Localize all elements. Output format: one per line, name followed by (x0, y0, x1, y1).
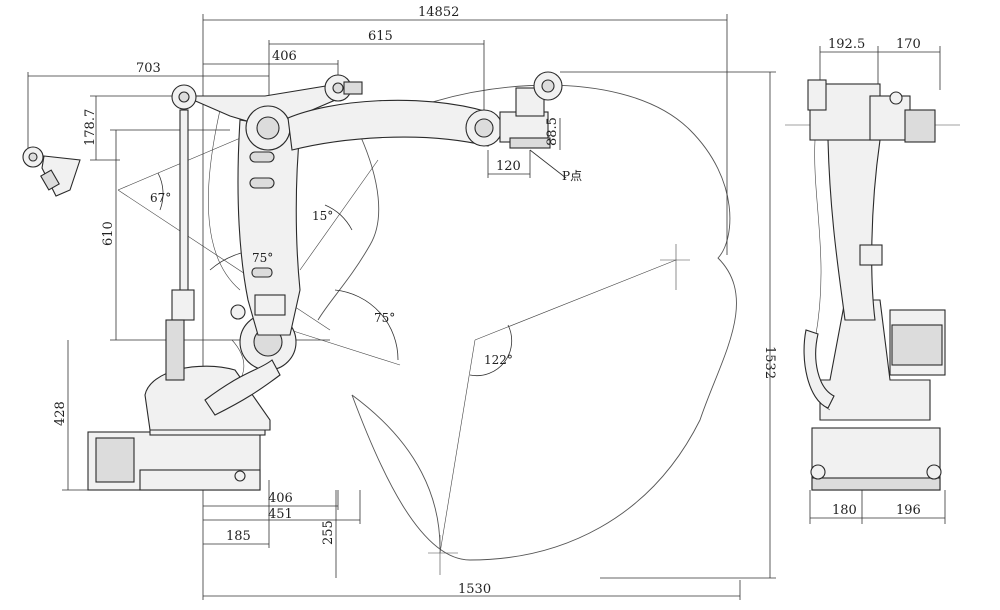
dim-overall-top: 14852 (418, 5, 459, 20)
dim-610: 610 (101, 221, 116, 246)
robot-side-view (785, 46, 960, 524)
work-envelope (317, 84, 737, 575)
dim-255: 255 (321, 520, 336, 545)
dim-451: 451 (268, 507, 293, 522)
dim-side-170: 170 (896, 37, 921, 52)
robot-front-view (22, 71, 563, 491)
angle-122: 122° (484, 353, 513, 367)
dim-1530: 1530 (458, 582, 491, 597)
angle-15: 15° (312, 209, 333, 223)
angle-75-lower: 75° (374, 311, 395, 325)
dim-side-180: 180 (832, 503, 857, 518)
angle-67: 67° (150, 191, 171, 205)
detached-wrist (22, 146, 81, 197)
dim-406-bottom: 406 (268, 491, 293, 506)
dim-703: 703 (136, 61, 161, 76)
dimension-labels: 14852 615 406 703 178.7 610 428 1532 88.… (53, 5, 921, 597)
angle-labels: 67° 15° 75° 75° 122° (150, 191, 513, 367)
dim-side-192: 192.5 (828, 37, 865, 52)
angle-75-upper: 75° (252, 251, 273, 265)
dim-side-196: 196 (896, 503, 921, 518)
dim-406-top: 406 (272, 49, 297, 64)
dim-185: 185 (226, 529, 251, 544)
dim-1532: 1532 (762, 346, 777, 379)
dim-428: 428 (53, 401, 68, 426)
dim-88: 88.5 (545, 117, 560, 146)
dim-615: 615 (368, 29, 393, 44)
p-point-label: P点 (562, 169, 582, 183)
dim-120: 120 (496, 159, 521, 174)
dim-178: 178.7 (83, 109, 98, 146)
